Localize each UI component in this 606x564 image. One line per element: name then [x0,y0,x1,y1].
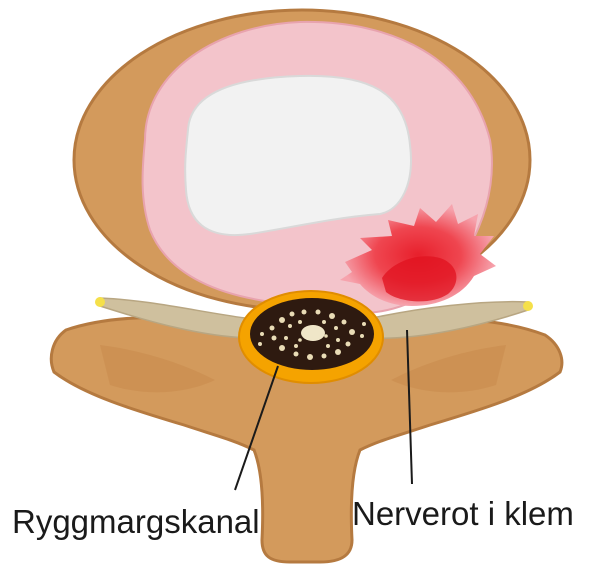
central-canal [301,325,325,341]
spinal-canal-label: Ryggmargskanal [12,505,260,538]
disc-nucleus [185,76,411,235]
left-nerve-tip [95,297,105,307]
nerve-root-label: Nerverot i klem [352,497,574,530]
right-nerve-tip [523,301,533,311]
